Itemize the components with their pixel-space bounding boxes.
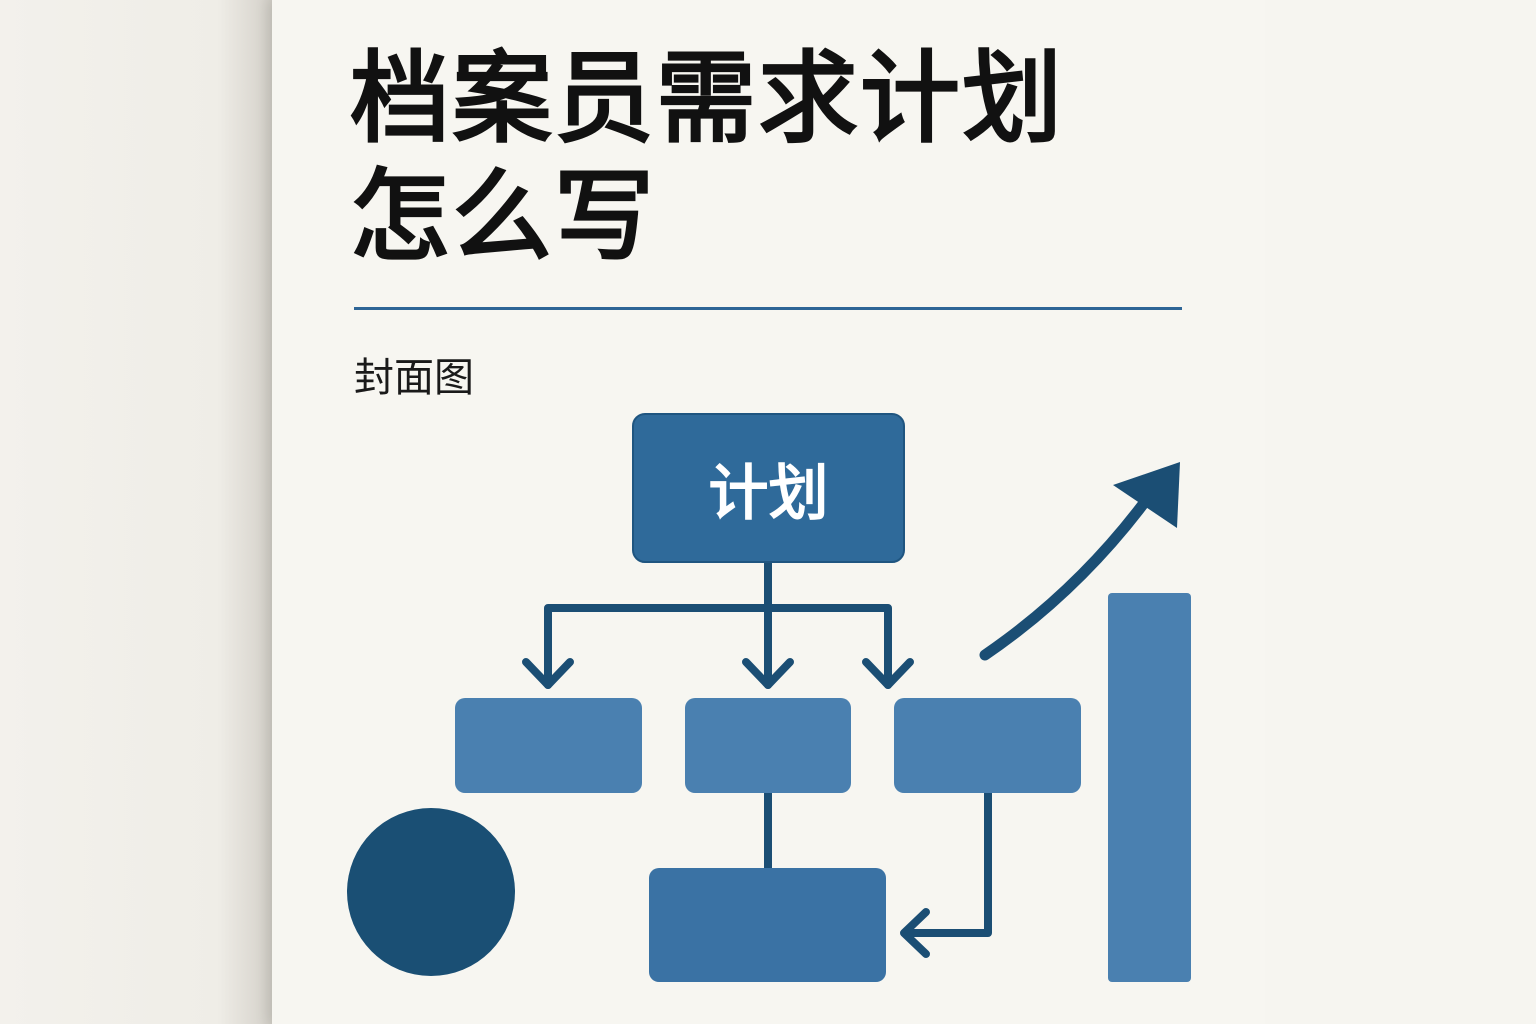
plan-box-label: 计划 (708, 458, 829, 529)
connector-return (902, 788, 992, 937)
arrow-head-right (862, 658, 914, 689)
tall-bar (1108, 593, 1191, 982)
background-right (1265, 0, 1536, 1024)
title-line-1: 档案员需求计划 (350, 40, 1064, 157)
result-box (649, 868, 886, 982)
arrow-head-left (522, 658, 574, 689)
growth-arrow-head (1113, 462, 1180, 528)
growth-arrow-line (979, 489, 1156, 661)
connector-branch (544, 604, 892, 689)
cover-subtitle: 封面图 (354, 355, 474, 401)
dark-circle (347, 808, 515, 976)
title-line-2: 怎么写 (350, 158, 656, 275)
step-box-center (685, 698, 851, 793)
return-arrow-head (900, 908, 930, 958)
step-box-left (455, 698, 642, 793)
background-left (0, 0, 272, 1024)
step-box-right (894, 698, 1081, 793)
title-divider (354, 307, 1182, 310)
cover-title: 档案员需求计划 怎么写 (350, 40, 1064, 276)
arrow-head-center (742, 658, 794, 689)
plan-box (632, 413, 905, 563)
